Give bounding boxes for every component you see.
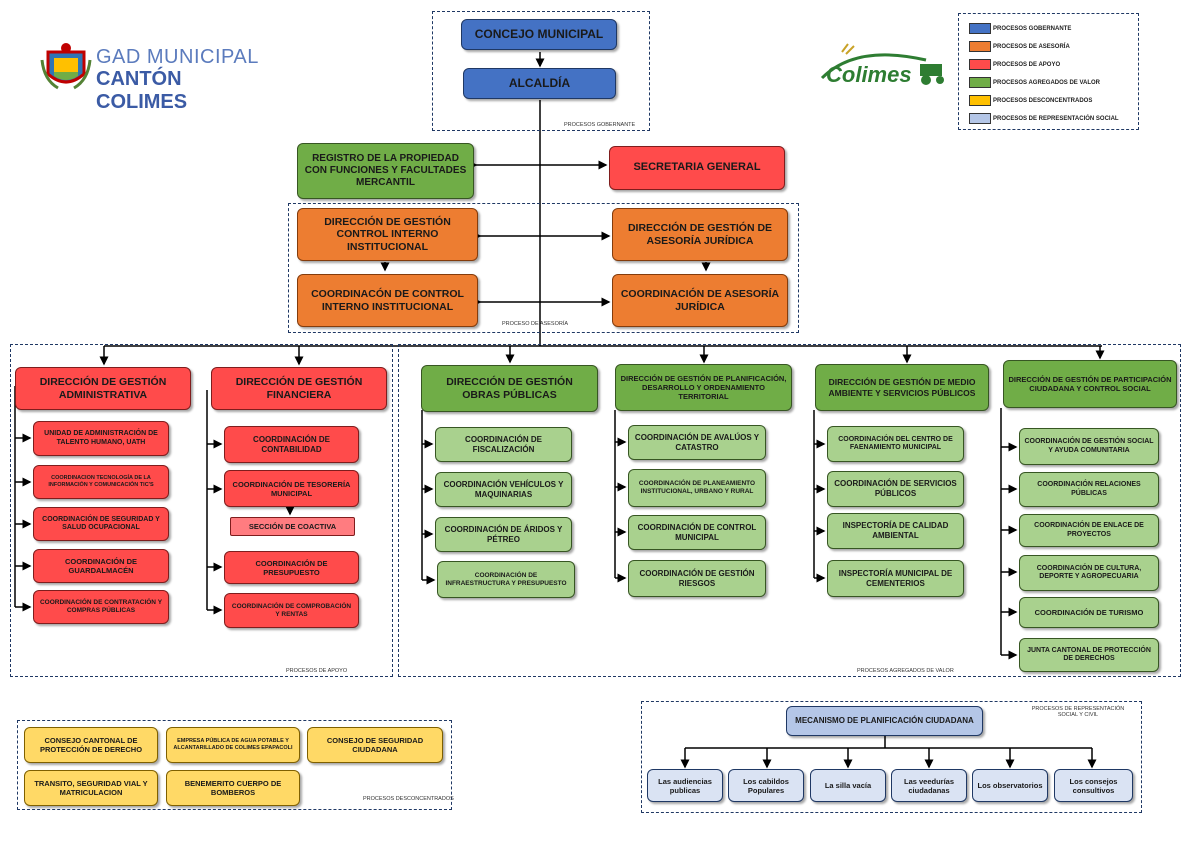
coord-control-interno-box: COORDINACÓN DE CONTROL INTERNO INSTITUCI…	[297, 274, 478, 327]
desconcentrado-item: BENEMERITO CUERPO DE BOMBEROS	[166, 770, 300, 806]
participacion-item: COORDINACIÓN RELACIONES PÚBLICAS	[1019, 472, 1159, 507]
representacion-group	[641, 701, 1142, 813]
desconcentrados-caption: PROCESOS DESCONCENTRADOS	[363, 796, 454, 802]
legend-swatch	[969, 59, 991, 70]
logo-line-2: CANTÓN COLIMES	[96, 68, 188, 113]
admin-item: COORDINACION TECNOLOGÍA DE LA INFORMACIÓ…	[33, 465, 169, 499]
admin-item: COORDINACIÓN DE CONTRATACIÓN Y COMPRAS P…	[33, 590, 169, 624]
participation-mechanism: Las veedurías ciudadanas	[891, 769, 967, 802]
tractor-swoosh-icon	[820, 43, 944, 85]
legend-item-valor: PROCESOS AGREGADOS DE VALOR	[969, 76, 1100, 89]
municipal-logo: GAD MUNICIPAL CANTÓN COLIMES	[40, 40, 260, 113]
obras-item: COORDINACIÓN DE INFRAESTRUCTURA Y PRESUP…	[437, 561, 575, 598]
participation-mechanism: La silla vacía	[810, 769, 886, 802]
representacion-caption: PROCESOS DE REPRESENTACIÓN SOCIAL Y CIVI…	[1031, 706, 1125, 718]
asesoria-caption: PROCESO DE ASESORÍA	[502, 321, 569, 327]
desconcentrado-item: TRANSITO, SEGURIDAD VIAL Y MATRICULACION	[24, 770, 158, 806]
participacion-item: COORDINACIÓN DE ENLACE DE PROYECTOS	[1019, 514, 1159, 547]
participacion-item: JUNTA CANTONAL DE PROTECCIÓN DE DERECHOS	[1019, 638, 1159, 672]
finance-item: COORDINACIÓN DE TESORERÍA MUNICIPAL	[224, 470, 359, 507]
planificacion-ciudadana-box: MECANISMO DE PLANIFICACIÓN CIUDADANA	[786, 706, 983, 736]
brand-text: Colimes	[826, 62, 912, 87]
participacion-item: COORDINACIÓN DE TURISMO	[1019, 597, 1159, 628]
legend-item-desconcentrados: PROCESOS DESCONCENTRADOS	[969, 94, 1092, 107]
gobernante-caption: PROCESOS GOBERNANTE	[564, 122, 636, 128]
participation-mechanism: Los consejos consultivos	[1054, 769, 1133, 802]
ambiente-item: INSPECTORÍA MUNICIPAL DE CEMENTERIOS	[827, 560, 964, 597]
planificacion-direction-box: DIRECCIÓN DE GESTIÓN DE PLANIFICACIÓN, D…	[615, 364, 792, 411]
participation-mechanism: Las audiencias publicas	[647, 769, 723, 802]
planificacion-item: COORDINACIÓN DE GESTIÓN RIESGOS	[628, 560, 766, 597]
apoyo-group	[10, 344, 393, 677]
desconcentrado-item: CONSEJO DE SEGURIDAD CIUDADANA	[307, 727, 443, 763]
admin-item: UNIDAD DE ADMINISTRACIÓN DE TALENTO HUMA…	[33, 421, 169, 456]
legend-swatch	[969, 77, 991, 88]
finance-item: COORDINACIÓN DE COMPROBACIÓN Y RENTAS	[224, 593, 359, 628]
admin-item: COORDINACIÓN DE GUARDALMACÉN	[33, 549, 169, 583]
admin-item: COORDINACIÓN DE SEGURIDAD Y SALUD OCUPAC…	[33, 507, 169, 541]
legend-item-gobernante: PROCESOS GOBERNANTE	[969, 22, 1071, 35]
asesoria-group	[288, 203, 799, 333]
legend: PROCESOS GOBERNANTE PROCESOS DE ASESORÍA…	[958, 13, 1139, 130]
coord-asesoria-juridica-box: COORDINACIÓN DE ASESORÍA JURÍDICA	[612, 274, 788, 327]
obras-item: COORDINACIÓN DE FISCALIZACIÓN	[435, 427, 572, 462]
coat-of-arms-icon	[40, 43, 92, 90]
planificacion-item: COORDINACIÓN DE CONTROL MUNICIPAL	[628, 515, 766, 550]
legend-swatch	[969, 113, 991, 124]
concejo-municipal-box: CONCEJO MUNICIPAL	[461, 19, 617, 50]
participacion-item: COORDINACIÓN DE CULTURA, DEPORTE Y AGROP…	[1019, 555, 1159, 591]
finance-direction-box: DIRECCIÓN DE GESTIÓN FINANCIERA	[211, 367, 387, 410]
obras-item: COORDINACIÓN DE ÁRIDOS Y PÉTREO	[435, 517, 572, 552]
obras-item: COORDINACIÓN VEHÍCULOS Y MAQUINARIAS	[435, 472, 572, 507]
desconcentrado-item: EMPRESA PÚBLICA DE AGUA POTABLE Y ALCANT…	[166, 727, 300, 763]
participation-mechanism: Los observatorios	[972, 769, 1048, 802]
legend-item-asesoria: PROCESOS DE ASESORÍA	[969, 40, 1070, 53]
logo-line-1: GAD MUNICIPAL	[96, 46, 259, 68]
participation-mechanism: Los cabildos Populares	[728, 769, 804, 802]
admin-direction-box: DIRECCIÓN DE GESTIÓN ADMINISTRATIVA	[15, 367, 191, 410]
planificacion-item: COORDINACIÓN DE PLANEAMIENTO INSTITUCION…	[628, 469, 766, 507]
participacion-direction-box: DIRECCIÓN DE GESTIÓN DE PARTICIPACIÓN CI…	[1003, 360, 1177, 408]
registro-propiedad-box: REGISTRO DE LA PROPIEDAD CON FUNCIONES Y…	[297, 143, 474, 199]
secretaria-general-box: SECRETARIA GENERAL	[609, 146, 785, 190]
legend-swatch	[969, 95, 991, 106]
ambiente-item: COORDINACIÓN DEL CENTRO DE FAENAMIENTO M…	[827, 426, 964, 462]
alcaldia-box: ALCALDÍA	[463, 68, 616, 99]
colimes-logo: Colimes	[816, 42, 956, 98]
finance-item: COORDINACIÓN DE CONTABILIDAD	[224, 426, 359, 463]
apoyo-caption: PROCESOS DE APOYO	[286, 668, 348, 674]
coactiva-section-box: SECCIÓN DE COACTIVA	[230, 517, 355, 536]
desconcentrado-item: CONSEJO CANTONAL DE PROTECCIÓN DE DERECH…	[24, 727, 158, 763]
valor-group	[398, 344, 1181, 677]
control-interno-box: DIRECCIÓN DE GESTIÓN CONTROL INTERNO INS…	[297, 208, 478, 261]
valor-caption: PROCESOS AGREGADOS DE VALOR	[857, 668, 954, 674]
legend-item-representacion: PROCESOS DE REPRESENTACIÓN SOCIAL	[969, 112, 1119, 125]
desconcentrados-group	[17, 720, 452, 810]
obras-publicas-direction-box: DIRECCIÓN DE GESTIÓN OBRAS PÚBLICAS	[421, 365, 598, 412]
legend-swatch	[969, 23, 991, 34]
legend-swatch	[969, 41, 991, 52]
ambiente-item: INSPECTORÍA DE CALIDAD AMBIENTAL	[827, 513, 964, 549]
asesoria-juridica-box: DIRECCIÓN DE GESTIÓN DE ASESORÍA JURÍDIC…	[612, 208, 788, 261]
participacion-item: COORDINACIÓN DE GESTIÓN SOCIAL Y AYUDA C…	[1019, 428, 1159, 465]
gobernante-group	[432, 11, 650, 131]
finance-item: COORDINACIÓN DE PRESUPUESTO	[224, 551, 359, 584]
ambiente-direction-box: DIRECCIÓN DE GESTIÓN DE MEDIO AMBIENTE Y…	[815, 364, 989, 411]
planificacion-item: COORDINACIÓN DE AVALÚOS Y CATASTRO	[628, 425, 766, 460]
legend-item-apoyo: PROCESOS DE APOYO	[969, 58, 1060, 71]
ambiente-item: COORDINACIÓN DE SERVICIOS PÚBLICOS	[827, 471, 964, 507]
